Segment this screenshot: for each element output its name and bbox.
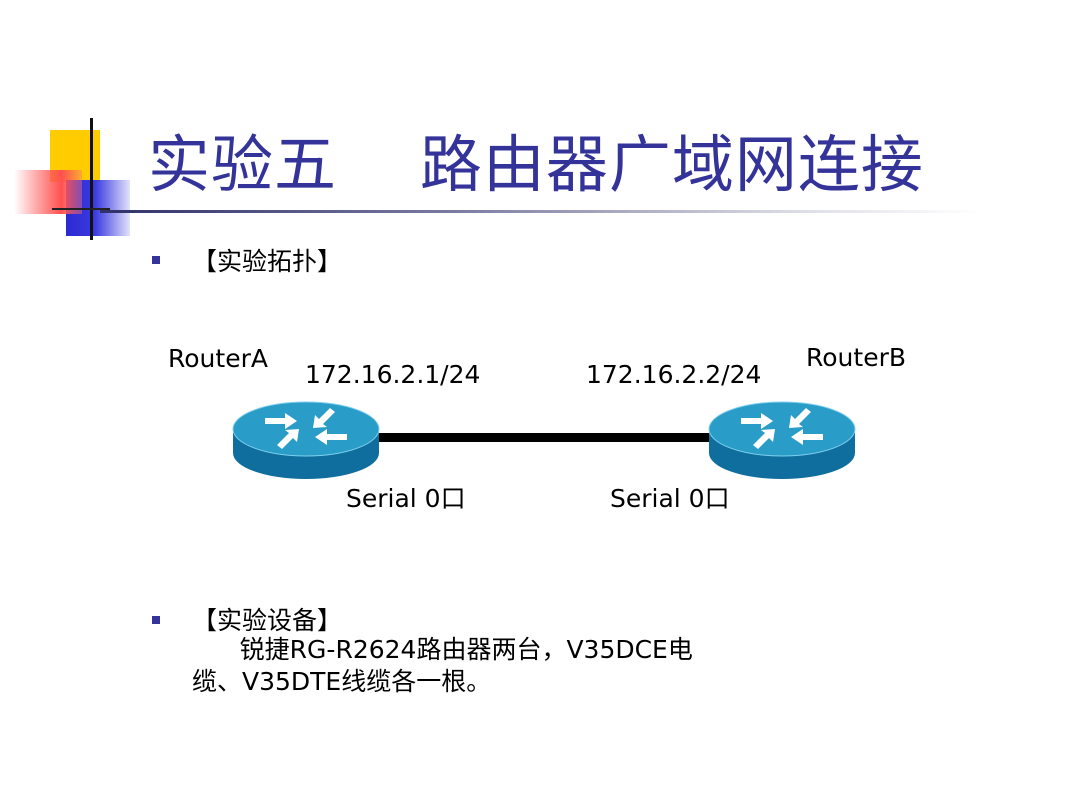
router-a-interface: Serial 0口: [346, 484, 466, 513]
section-heading-equipment: 【实验设备】: [192, 606, 343, 635]
router-a-icon: [232, 401, 380, 479]
decor-vertical-line: [90, 118, 93, 240]
title-underline: [100, 210, 980, 213]
equipment-line: 锐捷RG-R2624路由器两台，V35DCE电: [192, 635, 693, 664]
router-b-icon: [708, 401, 856, 479]
bullet-icon: [152, 256, 160, 264]
decor-horizontal-line: [52, 208, 110, 210]
router-a-name: RouterA: [168, 344, 268, 373]
equipment-description: 锐捷RG-R2624路由器两台，V35DCE电 缆、V35DTE线缆各一根。: [192, 634, 812, 698]
router-a-ip: 172.16.2.1/24: [305, 360, 481, 389]
router-b-interface: Serial 0口: [610, 484, 730, 513]
bullet-icon: [152, 616, 160, 624]
section-heading-topology: 【实验拓扑】: [192, 247, 343, 276]
slide-title: 实验五 路由器广域网连接: [148, 128, 924, 201]
router-b-name: RouterB: [806, 343, 906, 372]
serial-cable: [378, 433, 710, 442]
router-b-ip: 172.16.2.2/24: [586, 360, 762, 389]
decor-red-square: [14, 170, 82, 214]
equipment-line: 缆、V35DTE线缆各一根。: [192, 667, 492, 696]
